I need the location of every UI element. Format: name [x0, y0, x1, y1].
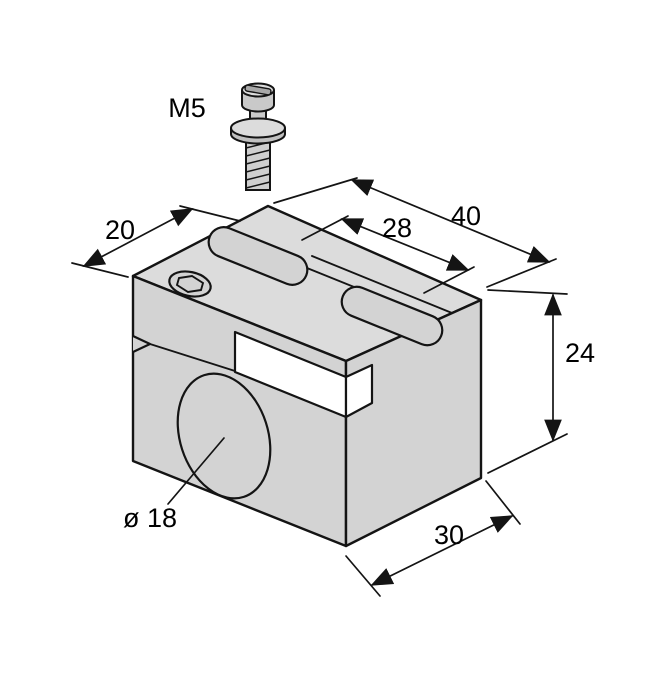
- thread-size-label: M5: [168, 93, 206, 123]
- mounting-slot-front: [340, 285, 444, 347]
- dim-20-ext-right: [179, 205, 241, 222]
- sensor-bore: [176, 372, 272, 500]
- dim-40-line: [350, 179, 551, 263]
- dim-28-label: 28: [382, 213, 412, 243]
- slit-relief-line: [149, 343, 236, 372]
- dim-28-ext-left: [301, 215, 349, 241]
- clamp-block: [131, 204, 483, 548]
- dim-24-label: 24: [565, 338, 595, 368]
- m5-screw: [230, 82, 286, 191]
- hex-socket-icon: [175, 275, 205, 293]
- bore-leader-line: [167, 437, 225, 505]
- clamp-slit-side: [344, 363, 374, 419]
- dim-30-label: 30: [434, 520, 464, 550]
- dim-40-label: 40: [451, 201, 481, 231]
- dim-30-ext-left: [345, 555, 381, 597]
- slit-edge-notch: [132, 335, 152, 353]
- dimensions: 20 28 40 24 30 ø 18 M5: [71, 93, 595, 597]
- dim-30-ext-right: [485, 480, 521, 525]
- top-step-line-upper: [311, 255, 453, 314]
- dim-20-line: [82, 208, 194, 267]
- washer-top: [230, 117, 286, 139]
- dim-30-line: [370, 515, 514, 586]
- dim-24-ext-bottom: [487, 433, 568, 474]
- bore-diameter-label: ø 18: [123, 503, 177, 533]
- dim-40-ext-left: [273, 177, 358, 204]
- dim-24-ext-top: [487, 289, 568, 295]
- dim-20-label: 20: [105, 215, 135, 245]
- dim-40-ext-right: [486, 258, 557, 288]
- dim-28-ext-right: [423, 266, 475, 294]
- screw-slot-icon: [244, 84, 272, 96]
- mounting-slot-rear: [207, 226, 309, 286]
- screw-thread-lines: [245, 141, 271, 189]
- dim-20-ext-left: [71, 262, 129, 278]
